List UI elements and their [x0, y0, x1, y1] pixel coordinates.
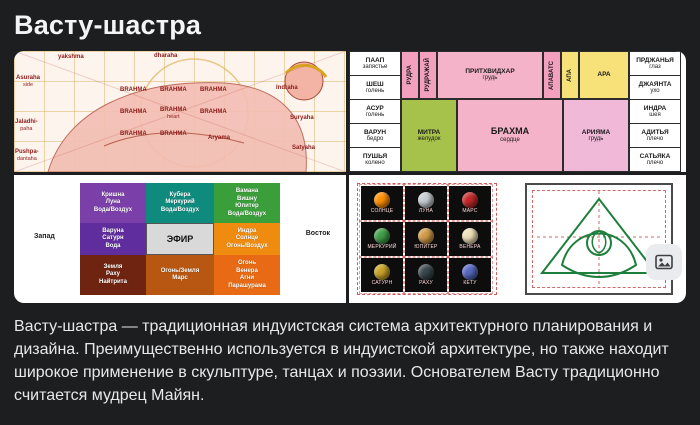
deva-cell: РУДРА — [401, 51, 419, 99]
brahma-label: BRAHMA — [160, 131, 187, 137]
planet-image — [462, 228, 478, 244]
planet-tile: ЮПИТЕР — [403, 220, 449, 258]
wheel-segment-se: Огонь Венера Агни Парашурама — [214, 255, 280, 295]
mandala-label: Pushpa-dantaha — [15, 149, 39, 162]
wheel-segment-w: Варуна Сатурн Вода — [80, 223, 146, 255]
wheel-segment-ne: Вамана Вишну Юпитер Вода/Воздух — [214, 183, 280, 223]
planet-image — [462, 192, 478, 208]
planet-tile: КЕТУ — [447, 256, 493, 294]
brahma-label: BRAHMA — [120, 109, 147, 115]
image-icon — [655, 254, 673, 270]
deva-cell: АПА — [561, 51, 579, 99]
planet-tile: ВЕНЕРА — [447, 220, 493, 258]
yantra-floor-plan — [525, 183, 673, 295]
elements-wheel-image[interactable]: Кришна Луна Вода/Воздух Кубера Меркурий … — [14, 175, 346, 303]
east-label: Восток — [305, 230, 330, 237]
deva-cell: АРА — [579, 51, 629, 99]
mandala-label: Satyaha — [292, 145, 316, 151]
mandala-label: dharaha — [154, 53, 178, 59]
planet-tile: ЛУНА — [403, 184, 449, 222]
floor-plans-image[interactable]: СОЛНЦЕ ЛУНА МАРС МЕРКУРИЙ ЮПИТЕР ВЕНЕРА … — [349, 175, 686, 303]
planet-image — [418, 192, 434, 208]
brahma-label: BRAHMA — [200, 109, 227, 115]
mandala-label: Indraha — [276, 85, 298, 91]
planet-tile: МАРС — [447, 184, 493, 222]
planet-tile: СОЛНЦЕ — [359, 184, 405, 222]
wheel-segment-s: Огонь/Земля Марс — [146, 255, 214, 295]
planet-tile: РАХУ — [403, 256, 449, 294]
west-label: Запад — [34, 233, 55, 240]
wheel-segment-n: Кубера Меркурий Вода/Воздух — [146, 183, 214, 223]
planet-image — [374, 264, 390, 280]
mandala-label: Aryama — [208, 135, 231, 141]
mandala-label: Jaladhi-paha — [15, 119, 38, 132]
mandala-label: Suryaha — [290, 115, 314, 121]
planet-image — [374, 228, 390, 244]
deva-cell: РУДРАЖАЙ — [419, 51, 437, 99]
brahma-label: BRAHMA — [120, 131, 147, 137]
wheel-segment-sw: Земля Раху Найтрита — [80, 255, 146, 295]
wheel-center-ether: ЭФИР — [146, 223, 214, 255]
planet-tile: МЕРКУРИЙ — [359, 220, 405, 258]
page-title: Васту-шастра — [14, 10, 202, 40]
brahma-label: BRAHMA — [200, 87, 227, 93]
planet-tile: САТУРН — [359, 256, 405, 294]
purusha-figure — [14, 51, 346, 172]
brahma-label: BRAHMA — [160, 87, 187, 93]
plan-inner-border — [532, 190, 666, 288]
planet-image — [418, 264, 434, 280]
planets-floor-plan: СОЛНЦЕ ЛУНА МАРС МЕРКУРИЙ ЮПИТЕР ВЕНЕРА … — [357, 183, 497, 295]
planet-image — [462, 264, 478, 280]
wheel-segment-nw: Кришна Луна Вода/Воздух — [80, 183, 146, 223]
open-image-button[interactable] — [646, 244, 682, 280]
deva-cell: АПАВАТС — [543, 51, 561, 99]
planet-image — [374, 192, 390, 208]
mandala-label: yakshma — [58, 54, 84, 60]
wheel-segment-e: Индра Солнце Огонь/Воздух — [214, 223, 280, 255]
description-text: Васту-шастра — традиционная индуистская … — [14, 318, 669, 404]
planet-image — [418, 228, 434, 244]
brahma-label: BRAHMA — [120, 87, 147, 93]
green-yantra-drawing — [537, 191, 661, 287]
